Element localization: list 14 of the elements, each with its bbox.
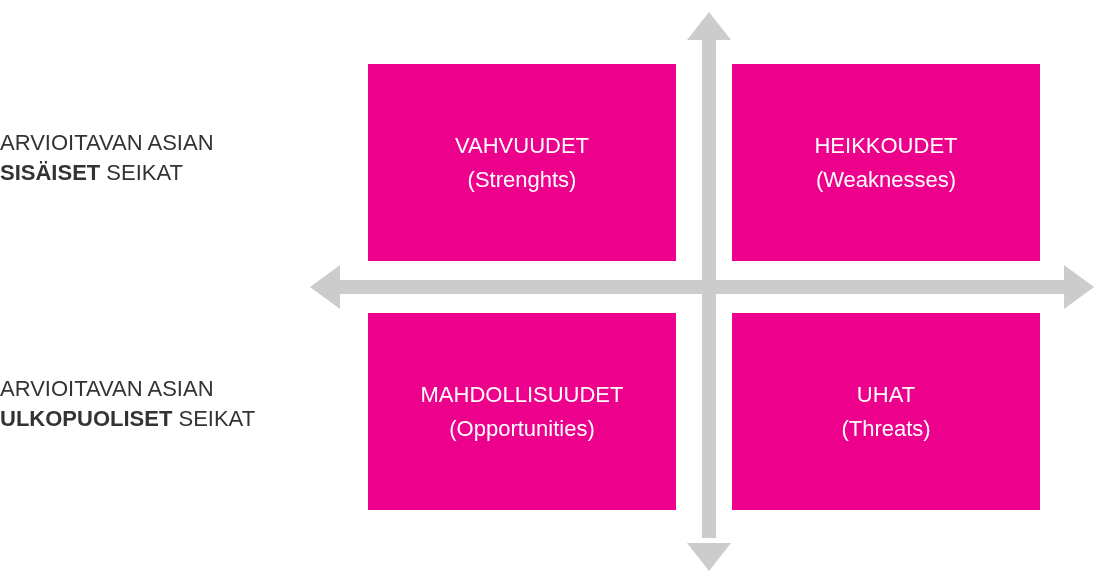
quadrant-subtitle: (Weaknesses) xyxy=(815,165,957,194)
row-label: ARVIOITAVAN ASIAN SISÄISET SEIKAT xyxy=(0,129,215,187)
quadrant-title: UHAT xyxy=(856,380,916,409)
row-label: ARVIOITAVAN ASIAN ULKOPUOLISET SEIKAT xyxy=(0,375,257,433)
quadrant-box xyxy=(368,313,676,510)
quadrant-title: MAHDOLLISUUDET xyxy=(420,380,624,409)
quadrant-subtitle: (Threats) xyxy=(841,414,931,443)
quadrant-title: VAHVUUDET xyxy=(454,131,590,160)
quadrant-subtitle: (Opportunities) xyxy=(449,414,595,443)
quadrant-box xyxy=(368,64,676,261)
quadrant-subtitle: (Strenghts) xyxy=(467,165,577,194)
quadrant-box xyxy=(732,64,1040,261)
quadrant-title: HEIKKOUDET xyxy=(814,131,958,160)
quadrant-box xyxy=(732,313,1040,510)
